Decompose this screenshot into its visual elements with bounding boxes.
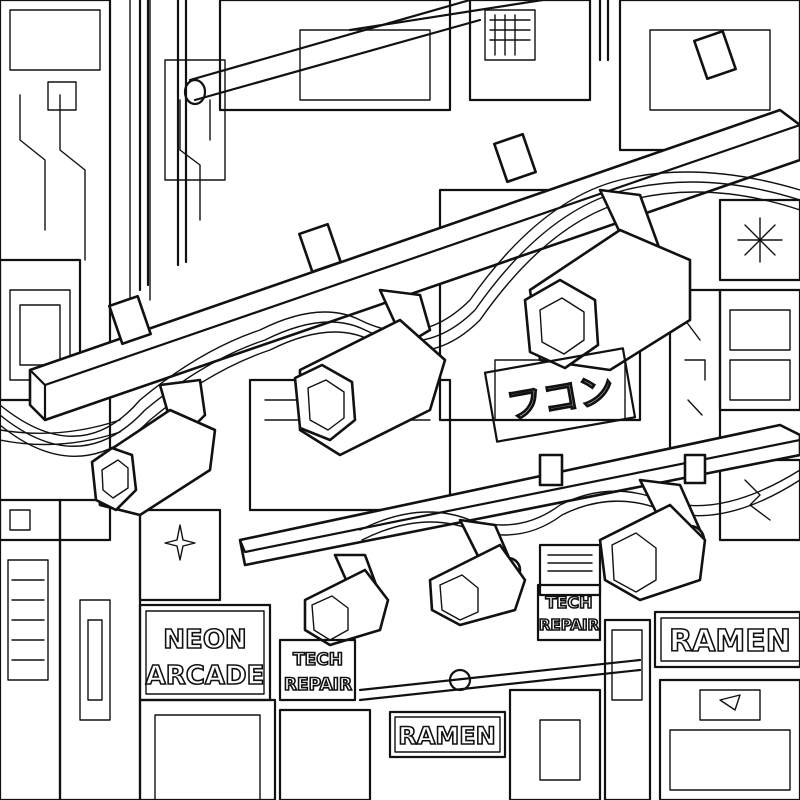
spotlight-6 (598, 478, 707, 602)
lower-lighting-truss (238, 423, 800, 567)
spotlight-2 (293, 288, 447, 457)
neon-arcade-line2: ARCADE (146, 661, 265, 691)
street-level-structures (138, 543, 800, 800)
overhead-pipes (0, 0, 610, 446)
spotlight-5 (428, 518, 527, 627)
neon-arcade-sign: NEON ARCADE (138, 603, 272, 702)
ramen-bottom-text: RAMEN (398, 722, 495, 750)
tech-repair-right-line1: TECH (546, 593, 593, 612)
tech-repair-right-line2: REPAIR (539, 616, 600, 634)
neon-arcade-line1: NEON (163, 625, 246, 655)
spotlight-1 (90, 378, 217, 517)
tech-repair-left-line1: TECH (293, 650, 343, 670)
ramen-sign-right: RAMEN (653, 610, 800, 669)
ramen-right-text: RAMEN (669, 624, 791, 659)
tech-repair-left-line2: REPAIR (284, 675, 352, 695)
spotlight-4 (303, 553, 390, 647)
tech-repair-sign-left: TECH REPAIR (278, 638, 357, 702)
ramen-sign-bottom: RAMEN (388, 710, 507, 759)
tech-repair-sign-right: TECH REPAIR (536, 583, 602, 642)
spotlight-3 (523, 188, 692, 372)
